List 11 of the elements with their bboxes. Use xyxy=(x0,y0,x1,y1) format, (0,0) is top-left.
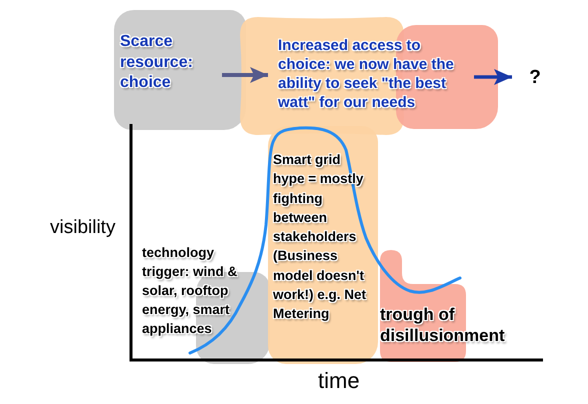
axis-title: visibility xyxy=(50,217,116,239)
phase-caption: technology trigger: wind & solar, rooftop energy, smart appliances xyxy=(142,244,238,338)
arrow xyxy=(222,67,268,83)
phase-blob xyxy=(268,126,378,364)
axis-title: time xyxy=(318,368,360,394)
phase-label: trough of disillusionment xyxy=(380,304,506,346)
outcome-label: ? xyxy=(526,66,544,90)
stage-blob xyxy=(114,10,246,130)
arrow xyxy=(474,69,512,85)
stage-label: Increased access to choice: we now have the ability to seek "the best watt" for our needs xyxy=(278,36,455,112)
stage-label: Scarce resource: choice xyxy=(120,32,194,93)
